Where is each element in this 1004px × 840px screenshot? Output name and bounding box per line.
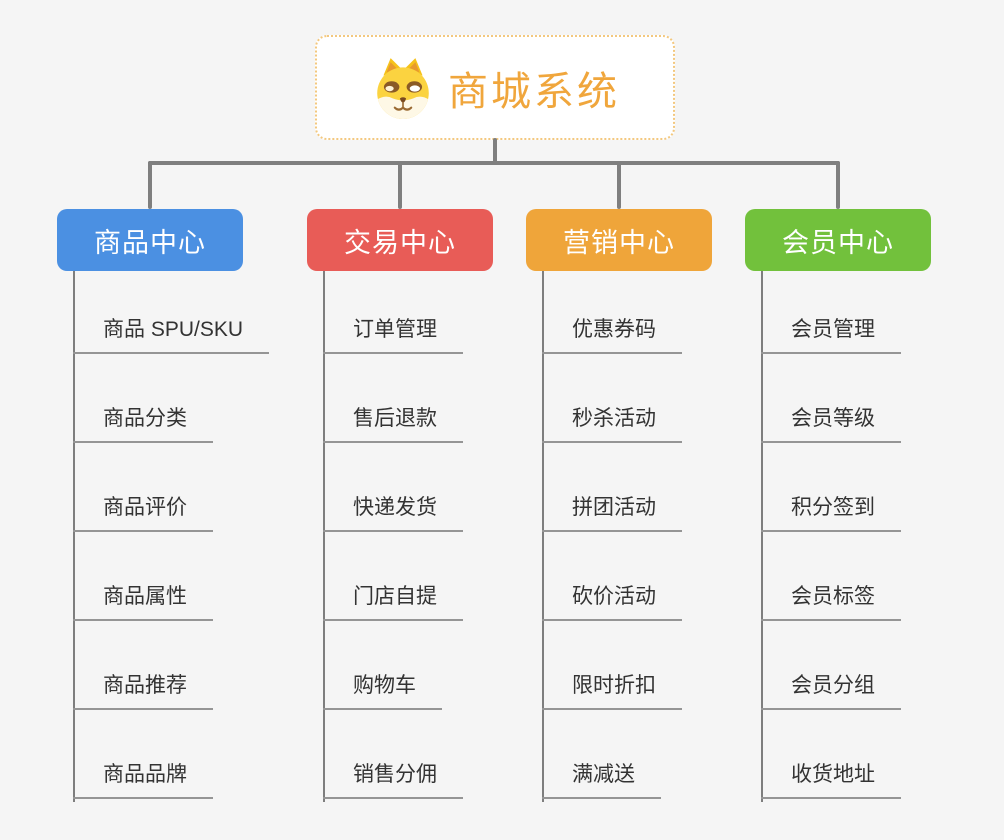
- sub-item-node[interactable]: 购物车: [323, 673, 442, 710]
- branch-node-2[interactable]: 交易中心: [307, 209, 493, 271]
- sub-item-node[interactable]: 商品 SPU/SKU: [73, 317, 270, 354]
- sub-item-node[interactable]: 门店自提: [323, 584, 463, 621]
- sub-item-node[interactable]: 拼团活动: [542, 495, 682, 532]
- sub-item-node[interactable]: 限时折扣: [542, 673, 682, 710]
- connector-drop-4: [836, 161, 840, 209]
- sub-item-node[interactable]: 商品推荐: [73, 673, 213, 710]
- shiba-dog-icon: [377, 57, 429, 119]
- branch-trunk-line: [73, 271, 75, 802]
- branch-trunk-line: [323, 271, 325, 802]
- connector-drop-3: [617, 161, 621, 209]
- sub-item-node[interactable]: 秒杀活动: [542, 406, 682, 443]
- connector-horizontal: [148, 161, 840, 165]
- root-node[interactable]: 商城系统: [315, 35, 675, 140]
- sub-item-node[interactable]: 会员分组: [761, 673, 901, 710]
- sub-item-node[interactable]: 优惠券码: [542, 317, 682, 354]
- sub-item-node[interactable]: 满减送: [542, 762, 661, 799]
- branch-trunk-line: [761, 271, 763, 802]
- branch-node-3[interactable]: 营销中心: [526, 209, 712, 271]
- root-label: 商城系统: [448, 69, 620, 114]
- sub-item-node[interactable]: 砍价活动: [542, 584, 682, 621]
- sub-item-node[interactable]: 会员标签: [761, 584, 901, 621]
- sub-item-node[interactable]: 会员管理: [761, 317, 901, 354]
- sub-item-node[interactable]: 商品品牌: [73, 762, 213, 799]
- sub-item-node[interactable]: 售后退款: [323, 406, 463, 443]
- sub-item-node[interactable]: 订单管理: [323, 317, 463, 354]
- sub-item-node[interactable]: 销售分佣: [323, 762, 463, 799]
- connector-root-stem: [493, 138, 497, 165]
- sub-item-node[interactable]: 积分签到: [761, 495, 901, 532]
- sub-item-node[interactable]: 商品评价: [73, 495, 213, 532]
- branch-node-1[interactable]: 商品中心: [57, 209, 243, 271]
- branch-trunk-line: [542, 271, 544, 802]
- connector-drop-1: [148, 161, 152, 209]
- sub-item-node[interactable]: 快递发货: [323, 495, 463, 532]
- connector-drop-2: [398, 161, 402, 209]
- sub-item-node[interactable]: 收货地址: [761, 762, 901, 799]
- sub-item-node[interactable]: 商品分类: [73, 406, 213, 443]
- sub-item-node[interactable]: 商品属性: [73, 584, 213, 621]
- branch-node-4[interactable]: 会员中心: [745, 209, 931, 271]
- sub-item-node[interactable]: 会员等级: [761, 406, 901, 443]
